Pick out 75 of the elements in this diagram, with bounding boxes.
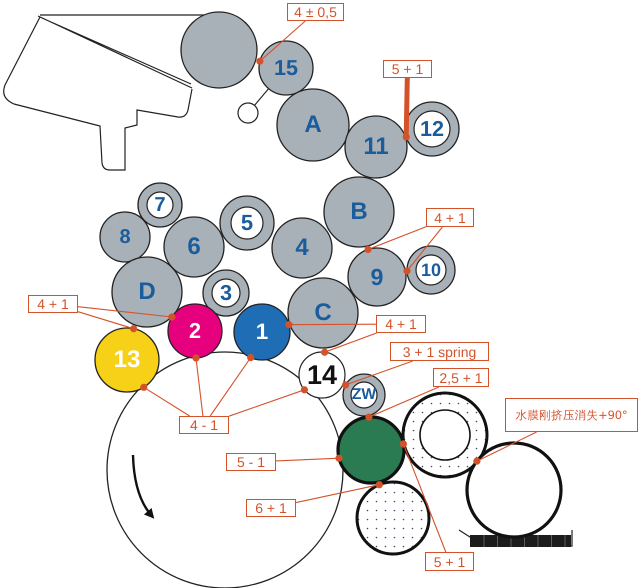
roller [161, 214, 227, 280]
roller [345, 245, 409, 309]
roller-number: 2 [188, 317, 202, 345]
leader-line [276, 454, 343, 462]
roller [109, 254, 185, 330]
leader-line [400, 440, 446, 552]
roller-number: 9 [370, 262, 384, 292]
leader-line [402, 78, 410, 141]
roller-number: 11 [362, 132, 390, 162]
roller-number: D [137, 277, 157, 307]
leader-line [296, 481, 383, 504]
roller-number: C [313, 298, 333, 328]
leader-line [228, 386, 308, 417]
roller-number: 5 [240, 209, 254, 237]
leader-line [192, 354, 204, 416]
roller-number: 10 [420, 258, 442, 282]
roller-number: 14 [306, 358, 338, 392]
roller [404, 243, 458, 297]
leader-line [78, 311, 138, 332]
value-box: 4 ± 0,5 [287, 3, 344, 21]
leader-line [342, 360, 413, 388]
value-box: 4 + 1 [376, 315, 426, 333]
value-box: 水膜刚挤压消失+90° [505, 398, 638, 432]
roller [235, 100, 261, 126]
roller [97, 209, 153, 265]
roller [165, 301, 225, 361]
roller [464, 440, 564, 540]
value-box: 2,5 + 1 [433, 368, 489, 387]
leader-line [403, 226, 443, 275]
leader-line [78, 306, 176, 321]
leader-line [285, 321, 376, 328]
roller-number: 8 [118, 224, 132, 250]
value-box: 6 + 1 [246, 499, 296, 517]
roller [296, 349, 348, 401]
roller-number: 3 [218, 279, 234, 307]
roller [335, 414, 407, 486]
value-box: 4 + 1 [28, 295, 78, 313]
leader-line [140, 384, 190, 416]
roller [269, 215, 335, 281]
leader-line [473, 432, 537, 465]
value-box: 5 + 1 [425, 552, 474, 571]
roller-number: 4 [294, 233, 310, 263]
roller-number: A [303, 110, 323, 140]
roller [256, 38, 316, 98]
roller-number: B [349, 197, 369, 227]
leader-line [256, 20, 306, 65]
roller [285, 275, 361, 351]
leader-line [321, 332, 377, 356]
roller [340, 371, 388, 419]
roller [321, 174, 397, 250]
roller [354, 479, 432, 557]
leader-line [365, 386, 440, 421]
value-box: 4 - 1 [179, 416, 229, 434]
value-box: 4 + 1 [426, 208, 474, 227]
impression-cylinder [104, 349, 346, 588]
roller-number: 13 [112, 345, 142, 375]
roller [217, 193, 277, 253]
roller [274, 86, 352, 164]
connecting-line [254, 88, 270, 106]
roller [92, 325, 162, 395]
roller-number: 7 [153, 192, 167, 218]
leader-line [210, 354, 254, 416]
value-box: 5 - 1 [226, 453, 276, 471]
roller [178, 9, 260, 91]
value-box: 5 + 1 [383, 60, 432, 78]
value-box: 3 + 1 spring [390, 342, 489, 361]
leader-line [364, 226, 426, 253]
roller [231, 301, 293, 363]
roller-number: 12 [418, 115, 446, 143]
roller-number: ZW [350, 385, 378, 405]
roller-number: 1 [254, 318, 270, 346]
roller-number: 6 [186, 232, 202, 262]
roller-number: 15 [272, 54, 300, 82]
roller [342, 113, 410, 181]
roller [400, 390, 490, 480]
